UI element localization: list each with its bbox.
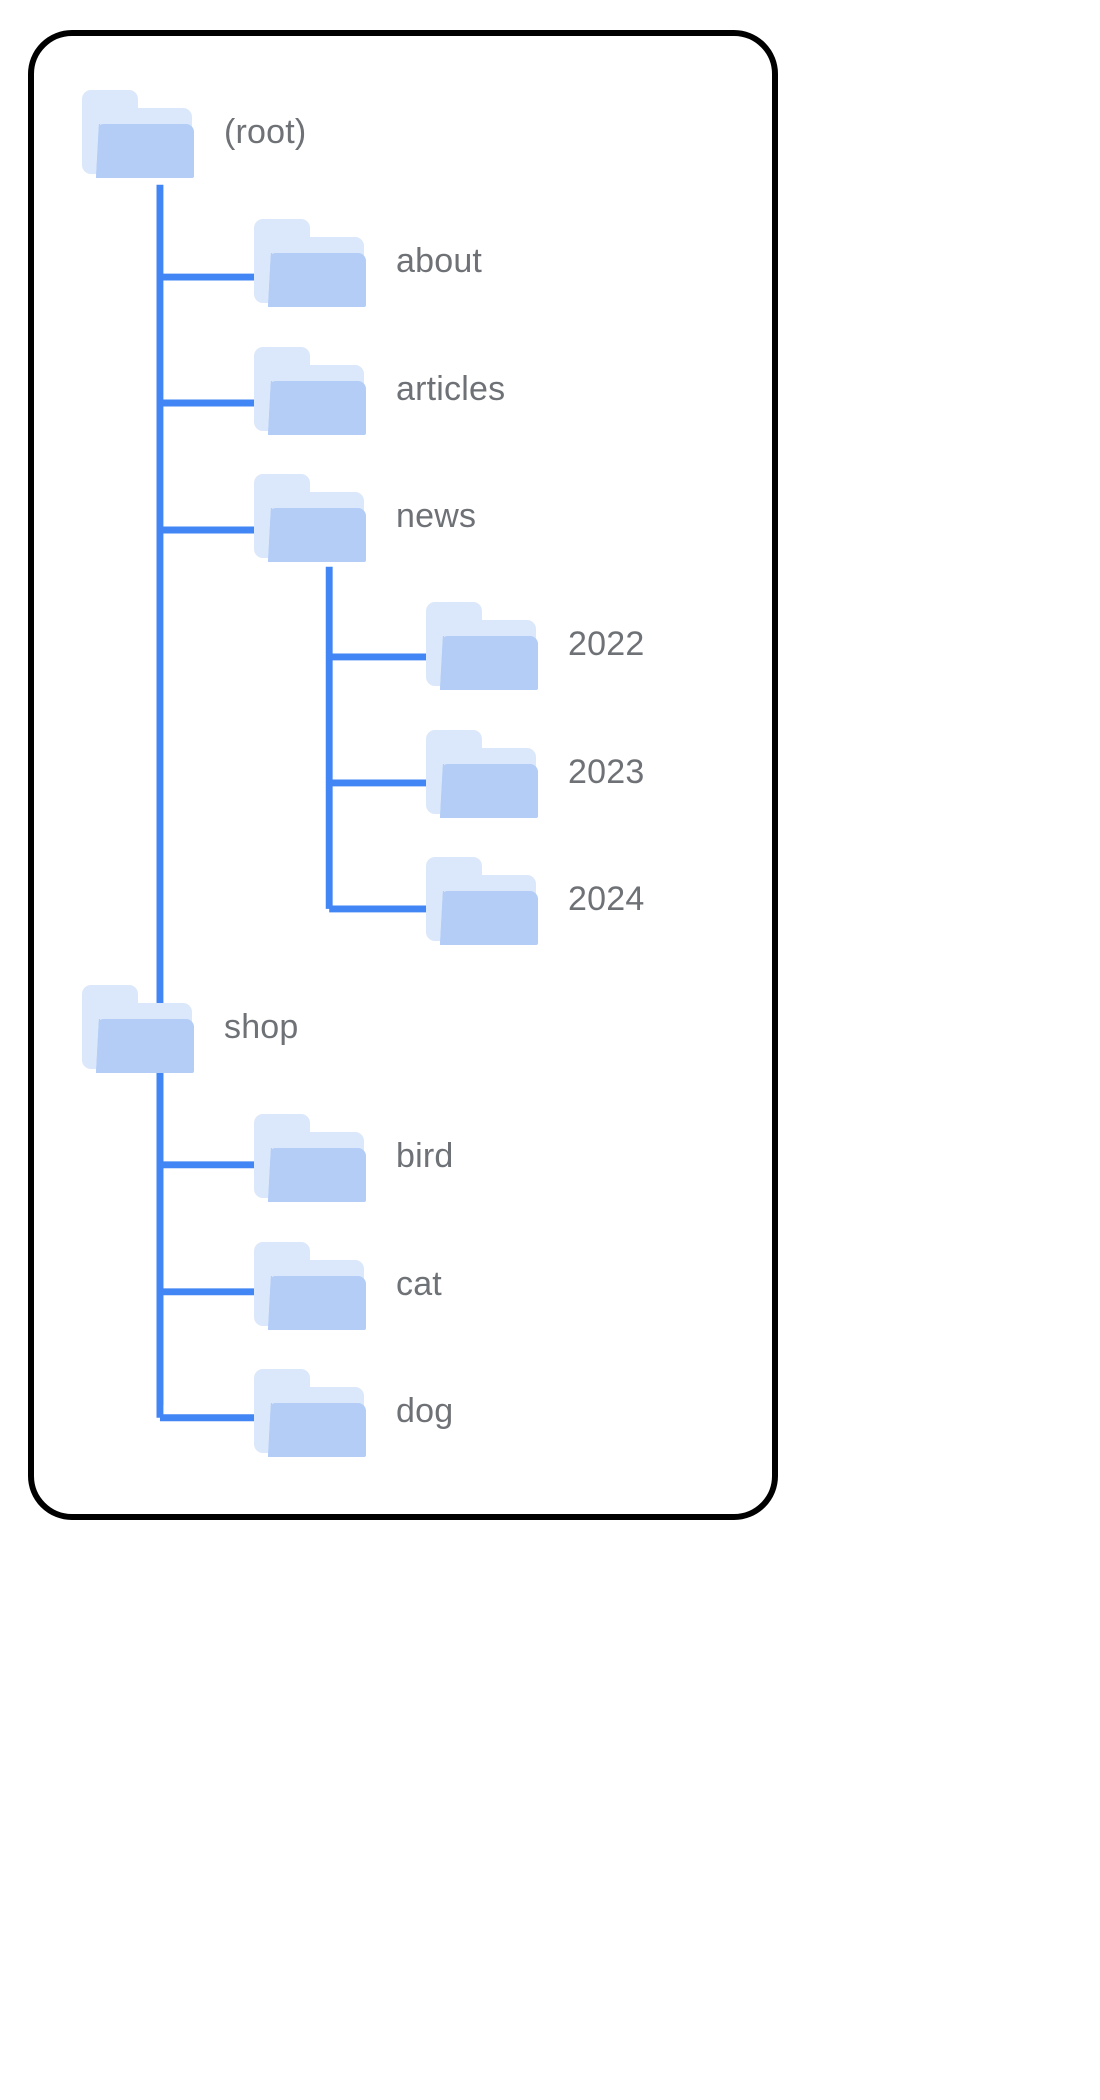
folder-icon	[424, 853, 542, 945]
tree-node-dog[interactable]: dog	[252, 1363, 453, 1459]
tree-node-label: news	[396, 497, 477, 535]
tree-node-about[interactable]: about	[252, 213, 482, 309]
tree-node-cat[interactable]: cat	[252, 1236, 442, 1332]
folder-icon	[252, 1110, 370, 1202]
tree-node-articles[interactable]: articles	[252, 341, 505, 437]
tree-node-2022[interactable]: 2022	[424, 596, 644, 692]
tree-node-label: about	[396, 242, 483, 280]
tree-node-label: shop	[224, 1008, 299, 1046]
tree-node-2023[interactable]: 2023	[424, 724, 644, 820]
tree-node-label: dog	[396, 1392, 454, 1430]
folder-icon	[252, 1365, 370, 1457]
tree-node-label: 2024	[568, 880, 645, 918]
folder-icon	[424, 726, 542, 818]
folder-icon	[252, 343, 370, 435]
tree-node-label: 2022	[568, 625, 645, 663]
folder-icon	[252, 470, 370, 562]
tree-node-label: articles	[396, 370, 506, 408]
tree-node-label: cat	[396, 1265, 442, 1303]
folder-icon	[80, 981, 198, 1073]
folder-icon	[252, 215, 370, 307]
tree-node-news[interactable]: news	[252, 468, 476, 564]
tree-node-label: bird	[396, 1137, 454, 1175]
tree-node-root[interactable]: (root)	[80, 84, 306, 180]
tree-node-label: (root)	[224, 113, 307, 151]
tree-node-shop[interactable]: shop	[80, 979, 299, 1075]
tree-node-bird[interactable]: bird	[252, 1108, 454, 1204]
tree-node-2024[interactable]: 2024	[424, 851, 644, 947]
folder-icon	[80, 86, 198, 178]
tree-node-label: 2023	[568, 753, 645, 791]
folder-icon	[424, 598, 542, 690]
folder-icon	[252, 1238, 370, 1330]
diagram-card: (root) about articles news 2022	[28, 30, 778, 1520]
